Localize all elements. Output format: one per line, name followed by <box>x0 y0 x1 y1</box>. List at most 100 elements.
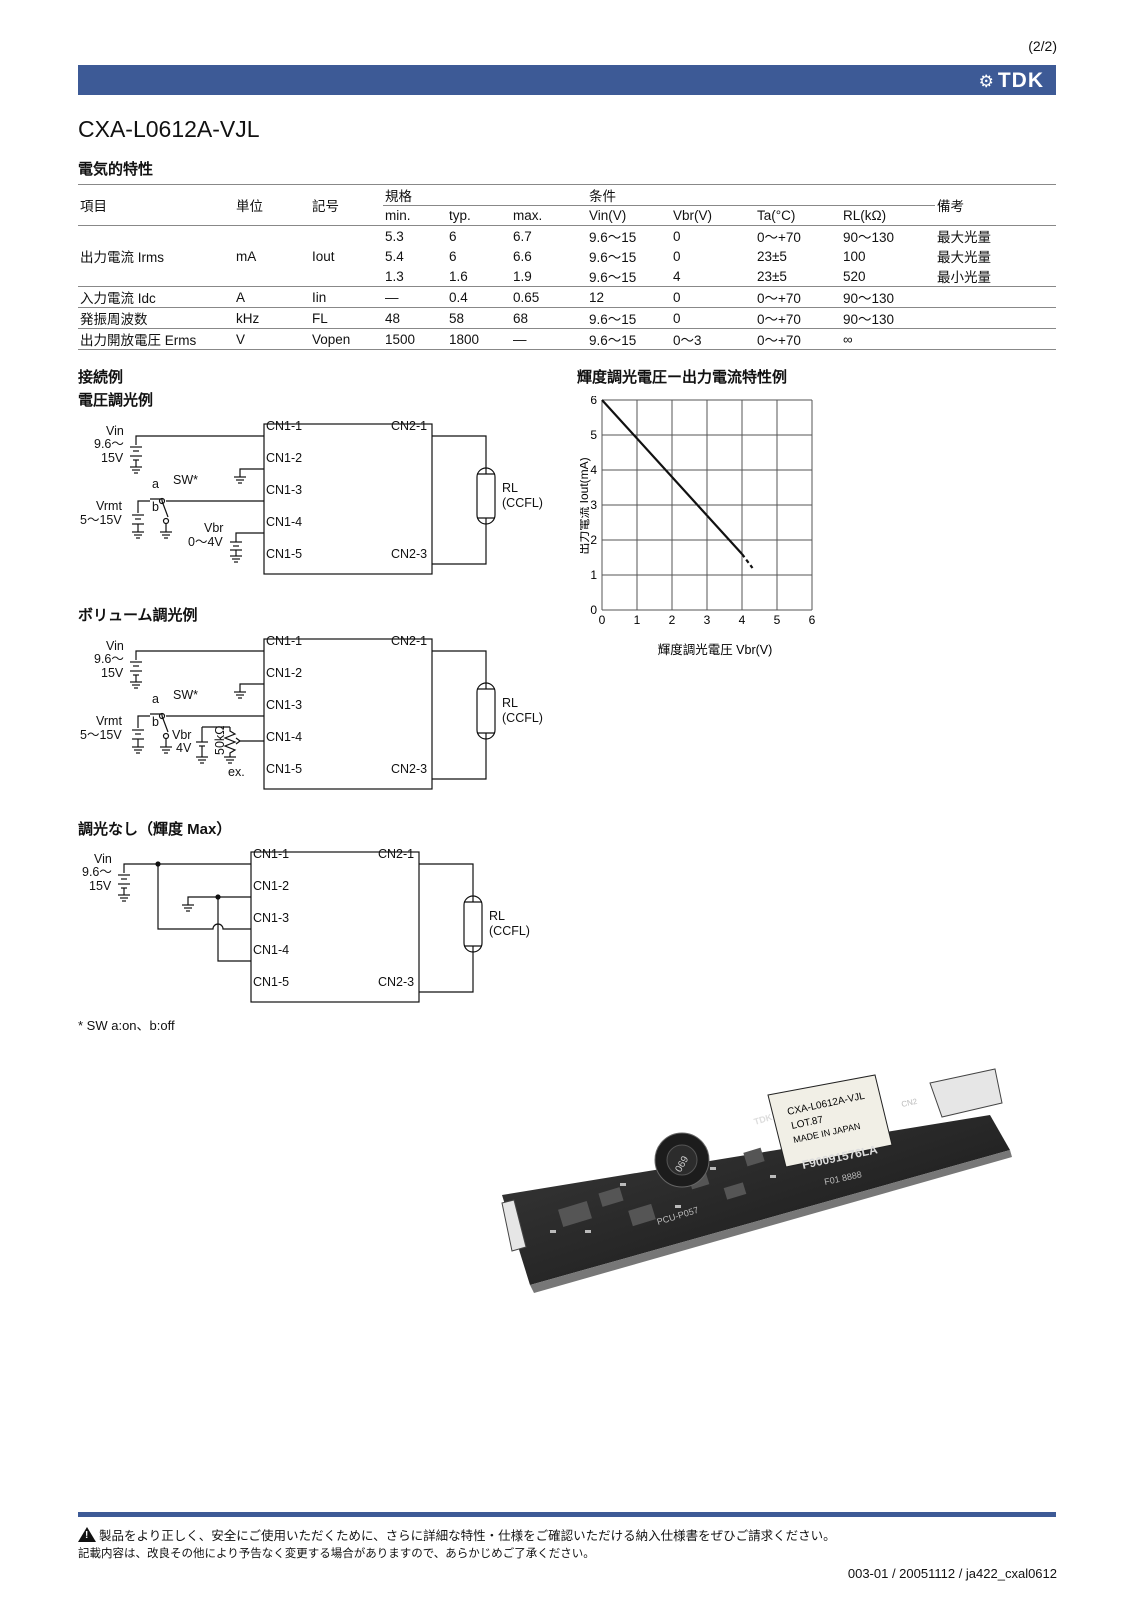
header-banner: ⚙TDK <box>78 65 1056 95</box>
x-axis-label: 輝度調光電圧 Vbr(V) <box>658 642 773 657</box>
cn1-connector <box>501 1199 527 1252</box>
cell-max: 68 <box>513 310 529 326</box>
vin-range-b: 15V <box>101 666 124 680</box>
sw-b: b <box>152 715 159 729</box>
head-min: min. <box>385 208 411 223</box>
cell-max: 6.7 <box>513 228 532 244</box>
y-tick-label: 3 <box>590 498 597 512</box>
ccfl-label: (CCFL) <box>502 496 543 510</box>
table-row: 5.4 6 6.6 9.6〜15 0 23±5 100 最大光量 <box>78 246 1056 266</box>
cell-max: — <box>513 331 527 347</box>
cell-symbol: Vopen <box>312 331 351 347</box>
cell-typ: 6 <box>449 228 457 244</box>
cell-min: 1.3 <box>385 268 404 284</box>
cell-remark: 最大光量 <box>937 250 991 265</box>
head-spec: 規格 <box>383 184 587 206</box>
x-tick-label: 6 <box>809 613 816 627</box>
cell-vin: 9.6〜15 <box>589 250 637 265</box>
pcb-brand: TDK <box>753 1112 774 1127</box>
head-typ: typ. <box>449 208 471 223</box>
cell-vbr: 0 <box>673 310 681 326</box>
rl-label: RL <box>502 481 518 495</box>
no-dimming-circuit: Vin 9.6〜 15V CN1-1 CN1-2 CN1-3 CN1-4 CN1… <box>82 847 530 1003</box>
x-tick-label: 0 <box>599 613 606 627</box>
cell-ta: 0〜+70 <box>757 230 801 245</box>
vrmt-label: Vrmt <box>96 714 122 728</box>
cell-rl: ∞ <box>843 331 853 347</box>
rl-label: RL <box>502 696 518 710</box>
table-row: 出力電流 Irms mA Iout 5.3 6 6.7 9.6〜15 0 0〜+… <box>78 225 1056 287</box>
cn2-3-label: CN2-3 <box>378 975 414 989</box>
vin-range-a: 9.6〜 <box>94 652 124 666</box>
cn2-connector <box>929 1068 1003 1118</box>
y-axis-label: 出力電流 Iout(mA) <box>580 457 591 554</box>
x-tick-label: 4 <box>739 613 746 627</box>
cell-symbol: FL <box>312 310 328 326</box>
y-tick-label: 5 <box>590 428 597 442</box>
tdk-mark-icon: ⚙ <box>978 72 995 91</box>
cn1-4-label: CN1-4 <box>253 943 289 957</box>
vbr-4v: 4V <box>176 741 192 755</box>
head-vbr: Vbr(V) <box>673 208 713 223</box>
document-id: 003-01 / 20051112 / ja422_cxal0612 <box>847 1566 1057 1581</box>
footer-bar <box>78 1512 1056 1517</box>
example-label: ex. <box>228 765 245 779</box>
vin-range-b: 15V <box>101 451 124 465</box>
y-tick-label: 6 <box>590 396 597 407</box>
cell-unit: A <box>236 289 246 305</box>
y-tick-label: 0 <box>590 603 597 617</box>
head-vin: Vin(V) <box>589 208 627 223</box>
cell-typ: 6 <box>449 248 457 264</box>
cell-vbr: 0〜3 <box>673 333 702 348</box>
table-row: 出力開放電圧 Erms V Vopen 1500 1800 — 9.6〜15 0… <box>78 329 1056 350</box>
vbr-label: Vbr <box>172 728 191 742</box>
cn2-3-label: CN2-3 <box>391 762 427 776</box>
cell-vin: 9.6〜15 <box>589 312 637 327</box>
cell-vbr: 0 <box>673 248 681 264</box>
cell-symbol: Iin <box>312 289 327 305</box>
sw-b: b <box>152 500 159 514</box>
cell-unit: V <box>236 331 246 347</box>
sw-label: SW* <box>173 473 198 487</box>
cn1-2-label: CN1-2 <box>266 666 302 680</box>
cn2-3-label: CN2-3 <box>391 547 427 561</box>
footer-notice: 製品をより正しく、安全にご使用いただくために、さらに詳細な特性・仕様をご確認いた… <box>78 1525 836 1544</box>
voltage-dimming-circuit: Vin 9.6〜 15V SW* a b Vrmt 5〜15V Vbr 0〜4V… <box>80 419 543 575</box>
cell-typ: 1.6 <box>449 268 468 284</box>
cell-min: 48 <box>385 310 401 326</box>
chart-series <box>601 399 754 569</box>
no-dimming-heading: 調光なし（輝度 Max） <box>78 821 232 838</box>
y-tick-label: 2 <box>590 533 597 547</box>
series-line <box>601 399 743 555</box>
brand-name: TDK <box>997 69 1044 92</box>
cn1-1-label: CN1-1 <box>266 419 302 433</box>
product-photo: 069 CXA-L0612A-VJL LOT.87 MADE IN JAPAN … <box>501 1068 1012 1293</box>
vrmt-range: 5〜15V <box>80 728 122 742</box>
cell-typ: 1800 <box>449 331 480 347</box>
cell-rl: 520 <box>843 268 866 284</box>
cell-vbr: 0 <box>673 289 681 305</box>
cn1-5-label: CN1-5 <box>266 547 302 561</box>
cell-typ: 58 <box>449 310 465 326</box>
cn1-2-label: CN1-2 <box>253 879 289 893</box>
cell-rl: 100 <box>843 248 866 264</box>
cn1-5-label: CN1-5 <box>266 762 302 776</box>
cell-vbr: 0 <box>673 228 681 244</box>
pot-label: 50kΩ <box>213 726 227 756</box>
cell-ta: 0〜+70 <box>757 312 801 327</box>
cell-item: 出力開放電圧 Erms <box>80 333 197 348</box>
head-symbol: 記号 <box>312 199 339 214</box>
cn1-3-label: CN1-3 <box>266 483 302 497</box>
cell-item: 発振周波数 <box>80 312 148 327</box>
cell-rl: 90〜130 <box>843 312 895 327</box>
head-item: 項目 <box>80 199 107 214</box>
cn1-3-label: CN1-3 <box>253 911 289 925</box>
chart-grid <box>601 399 813 611</box>
footer-disclaimer: 記載内容は、改良その他により予告なく変更する場合がありますので、あらかじめご了承… <box>78 1548 595 1560</box>
cn2-1-label: CN2-1 <box>391 419 427 433</box>
cell-typ: 0.4 <box>449 289 468 305</box>
electrical-spec-table: 項目 単位 記号 規格 条件 備考 min. typ. max. Vin(V) … <box>78 184 1056 350</box>
cn1-1-label: CN1-1 <box>266 634 302 648</box>
head-rl: RL(kΩ) <box>843 208 887 223</box>
